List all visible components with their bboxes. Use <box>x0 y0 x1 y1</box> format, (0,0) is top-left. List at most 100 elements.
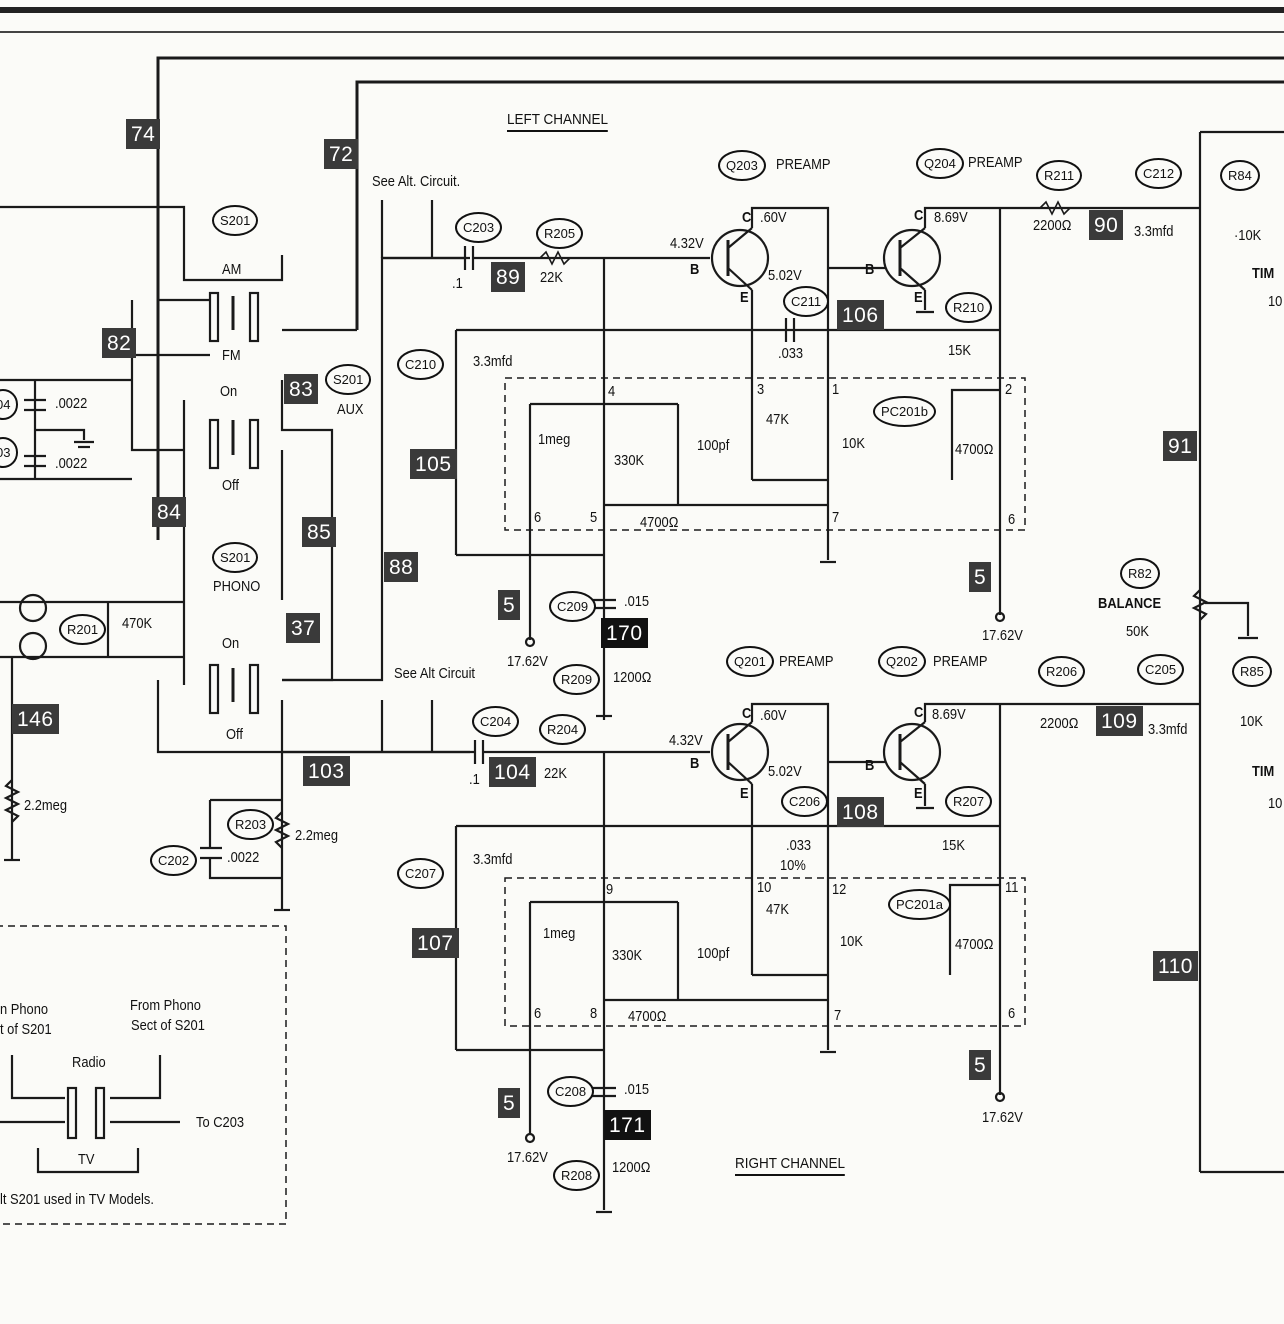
pin-6-right-top: 6 <box>1008 511 1016 528</box>
switch-on-label: On <box>220 383 238 400</box>
terminal-5-a: 5 <box>498 590 521 620</box>
c202-value: .0022 <box>227 849 260 866</box>
terminal-104: 104 <box>489 757 536 787</box>
ref-r211: R211 <box>1036 160 1083 191</box>
see-alt-circuit-top: See Alt. Circuit. <box>372 173 461 190</box>
ref-r82: R82 <box>1120 558 1160 589</box>
terminal-5-d: 5 <box>969 1050 992 1080</box>
q204-b: B <box>865 261 875 278</box>
r203-value: 2.2meg <box>295 827 339 844</box>
terminal-88: 88 <box>384 552 419 582</box>
terminal-146: 146 <box>12 704 59 734</box>
pin-12: 12 <box>832 881 847 898</box>
r210-value: 15K <box>948 342 971 359</box>
ref-r210: R210 <box>945 292 993 323</box>
c210-value: 3.3mfd <box>473 353 513 370</box>
q204-c: C <box>914 207 924 224</box>
ref-q202: Q202 <box>878 646 926 677</box>
q201-collector-voltage: .60V <box>760 707 787 724</box>
inset-note: lt S201 used in TV Models. <box>0 1191 154 1208</box>
q201-e: E <box>740 785 749 802</box>
pc-100pf-bottom: 100pf <box>697 945 730 962</box>
c-0022-b: .0022 <box>55 455 88 472</box>
switch-on-label-2: On <box>222 635 240 652</box>
ref-c212: C212 <box>1135 158 1183 189</box>
ref-r209: R209 <box>553 664 601 695</box>
ref-r207: R207 <box>945 786 993 817</box>
terminal-74: 74 <box>126 119 161 149</box>
ref-r201: R201 <box>59 614 107 645</box>
preamp-label-q203: PREAMP <box>776 156 831 173</box>
ref-q203: Q203 <box>718 150 766 181</box>
switch-phono-label: PHONO <box>213 578 261 595</box>
terminal-85: 85 <box>302 517 337 547</box>
q203-e: E <box>740 289 749 306</box>
r211-value: 2200Ω <box>1033 217 1072 234</box>
terminal-170: 170 <box>601 618 648 648</box>
terminal-37: 37 <box>286 613 321 643</box>
inset-from-phono-right: From Phono <box>130 997 201 1014</box>
pin-2: 2 <box>1005 381 1013 398</box>
ref-c206: C206 <box>781 786 829 817</box>
switch-off-label: Off <box>222 477 239 494</box>
ref-pc201a: PC201a <box>888 889 951 920</box>
terminal-91: 91 <box>1163 431 1198 461</box>
c208-value: .015 <box>624 1081 650 1098</box>
ref-r203: R203 <box>227 809 275 840</box>
pin-6-bottom: 6 <box>534 1005 542 1022</box>
pin-1: 1 <box>832 381 840 398</box>
inset-radio: Radio <box>72 1054 106 1071</box>
pc-1meg-bottom: 1meg <box>543 925 576 942</box>
tim-label-bottom: TIM <box>1252 763 1275 780</box>
terminal-171: 171 <box>604 1110 651 1140</box>
r207-value: 15K <box>942 837 965 854</box>
q201-base-voltage: 4.32V <box>669 732 703 749</box>
ref-s201-am: S201 <box>212 205 259 236</box>
inset-from-phono-left: n Phono <box>0 1001 49 1018</box>
pin-10: 10 <box>757 879 772 896</box>
c204-value: .1 <box>469 771 480 788</box>
pc-330k-bottom: 330K <box>612 947 643 964</box>
ref-c208: C208 <box>547 1076 595 1107</box>
q202-b: B <box>865 757 875 774</box>
q203-c: C <box>742 209 752 226</box>
ref-q201: Q201 <box>726 646 774 677</box>
c203-value: .1 <box>452 275 463 292</box>
pin-11: 11 <box>1005 879 1019 896</box>
q203-emitter-voltage: 5.02V <box>768 267 802 284</box>
right-channel-title: RIGHT CHANNEL <box>735 1156 846 1176</box>
pin-3: 3 <box>757 381 765 398</box>
pc-4700-bottom: 4700Ω <box>628 1008 667 1025</box>
switch-am-label: AM <box>222 261 242 278</box>
preamp-label-q201: PREAMP <box>779 653 834 670</box>
pc-100pf-top: 100pf <box>697 437 730 454</box>
balance-value: 50K <box>1126 623 1149 640</box>
pin-6-right-bottom: 6 <box>1008 1005 1016 1022</box>
ref-r85: R85 <box>1232 656 1272 687</box>
q203-b: B <box>690 261 700 278</box>
pc-47k-bottom: 47K <box>766 901 789 918</box>
c207-value: 3.3mfd <box>473 851 513 868</box>
see-alt-circuit-bottom: See Alt Circuit <box>394 665 476 682</box>
pc-330k-top: 330K <box>614 452 645 469</box>
ref-s201-phono: S201 <box>212 542 259 573</box>
q204-collector-voltage: 8.69V <box>934 209 968 226</box>
ref-s201-aux: S201 <box>325 364 372 395</box>
ref-c207: C207 <box>397 858 445 889</box>
r84-value: ·10K <box>1234 227 1262 244</box>
r208-value: 1200Ω <box>612 1159 651 1176</box>
c-0022-a: .0022 <box>55 395 88 412</box>
terminal-90: 90 <box>1089 210 1124 240</box>
voltage-1762-c: 17.62V <box>507 1149 548 1166</box>
r205-value: 22K <box>540 269 563 286</box>
ref-c203: C203 <box>455 212 503 243</box>
inset-tv: TV <box>78 1151 95 1168</box>
voltage-1762-b: 17.62V <box>982 627 1023 644</box>
inset-to-c203: To C203 <box>196 1114 245 1131</box>
preamp-label-q204: PREAMP <box>968 154 1023 171</box>
voltage-1762-a: 17.62V <box>507 653 548 670</box>
q203-collector-voltage: .60V <box>760 209 787 226</box>
voltage-1762-d: 17.62V <box>982 1109 1023 1126</box>
q202-e: E <box>914 785 923 802</box>
